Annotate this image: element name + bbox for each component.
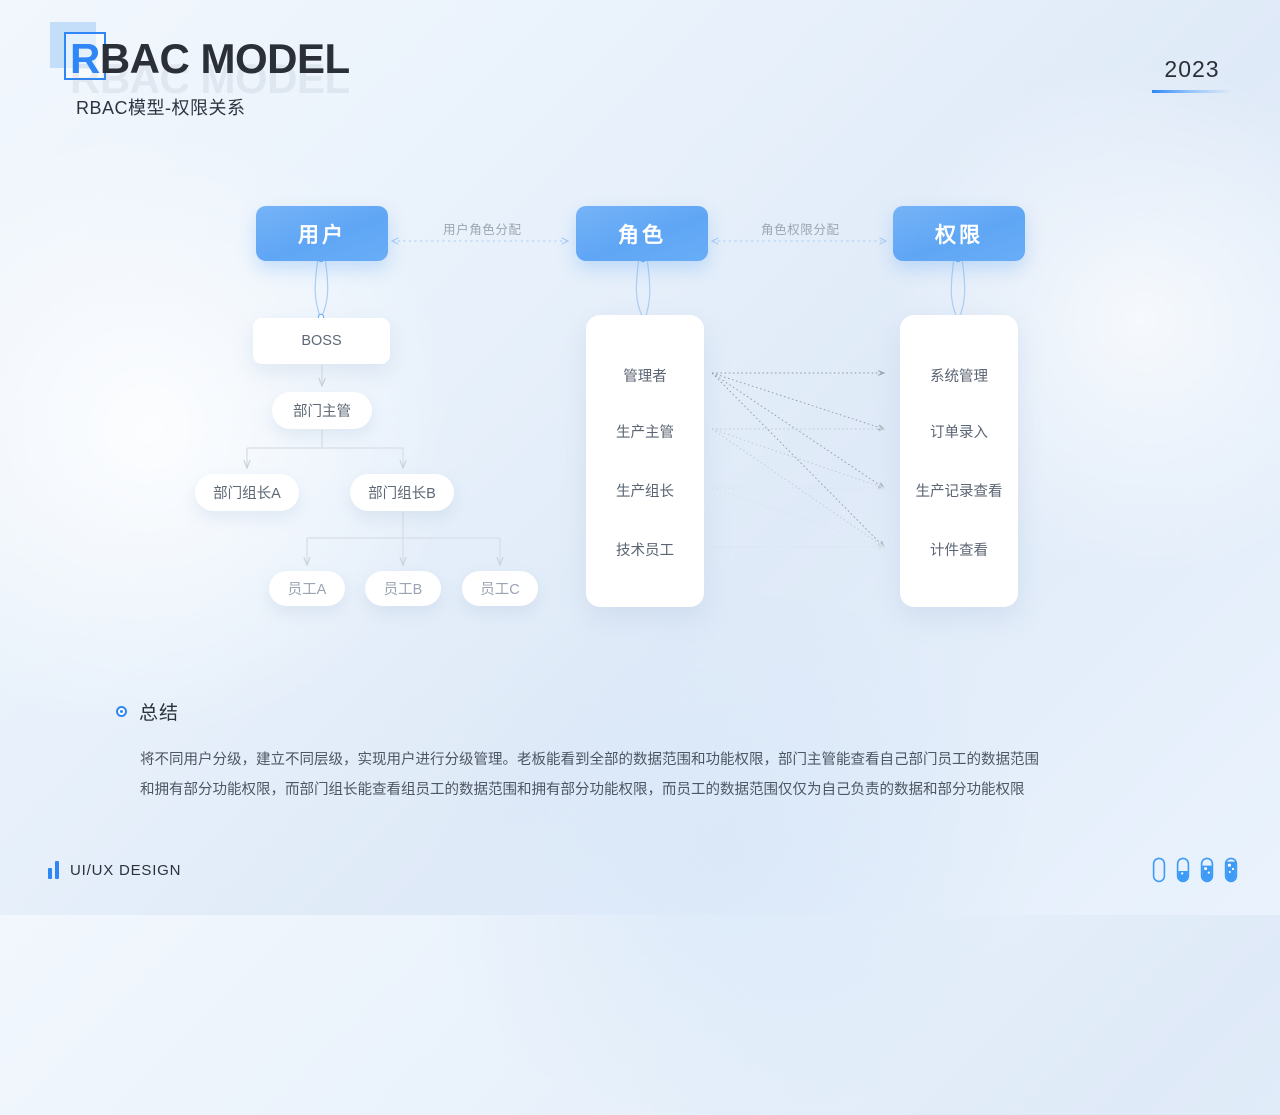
test-tube-progress-icons — [1152, 857, 1238, 883]
logo-ghost-text: RBAC MODEL — [70, 55, 350, 102]
summary-line-1: 将不同用户分级，建立不同层级，实现用户进行分级管理。老板能看到全部的数据范围和功… — [140, 752, 1039, 768]
logo: RBAC MODEL R BAC MODEL — [48, 22, 350, 100]
tree-node-department-manager[interactable]: 部门主管 — [272, 392, 372, 429]
footer-brand: UI/UX DESIGN — [48, 861, 181, 879]
tree-node-leader-a[interactable]: 部门组长A — [195, 474, 299, 511]
role-item[interactable]: 生产主管 — [616, 425, 674, 441]
test-tube-icon-2 — [1176, 857, 1190, 883]
tree-node-leader-b[interactable]: 部门组长B — [350, 474, 454, 511]
tree-node-employee-b[interactable]: 员工B — [365, 571, 441, 606]
page-title: BAC MODEL — [99, 35, 350, 82]
year-underline — [1152, 90, 1232, 93]
bullet-circle-icon — [116, 706, 127, 717]
flow-box-user[interactable]: 用户 — [256, 206, 388, 261]
tree-node-boss[interactable]: BOSS — [253, 318, 390, 364]
test-tube-icon-4 — [1224, 857, 1238, 883]
flow-box-role[interactable]: 角色 — [576, 206, 708, 261]
link-label-role-permission: 角色权限分配 — [761, 223, 840, 237]
tree-node-employee-c[interactable]: 员工C — [462, 571, 538, 606]
permission-item[interactable]: 订单录入 — [930, 425, 988, 441]
equalizer-bars-icon — [48, 861, 59, 879]
page-subtitle: RBAC模型-权限关系 — [76, 98, 246, 118]
permission-item[interactable]: 计件查看 — [930, 543, 988, 559]
link-label-user-role: 用户角色分配 — [443, 223, 522, 237]
year-text: 2023 — [1164, 56, 1220, 82]
role-item[interactable]: 生产组长 — [616, 484, 674, 500]
diagram-canvas: 用户 角色 权限 用户角色分配 角色权限分配 BOSS 部门主管 部门组长A 部… — [195, 206, 1025, 607]
summary-title: 总结 — [139, 703, 180, 724]
permissions-card: 系统管理 订单录入 生产记录查看 计件查看 — [900, 315, 1018, 607]
summary-body: 将不同用户分级，建立不同层级，实现用户进行分级管理。老板能看到全部的数据范围和功… — [140, 745, 1186, 805]
summary-section: 总结 将不同用户分级，建立不同层级，实现用户进行分级管理。老板能看到全部的数据范… — [116, 698, 1186, 805]
permission-item[interactable]: 生产记录查看 — [915, 484, 1003, 500]
roles-card: 管理者 生产主管 生产组长 技术员工 — [586, 315, 704, 607]
page-header: RBAC MODEL R BAC MODEL RBAC模型-权限关系 — [48, 22, 350, 120]
permission-item[interactable]: 系统管理 — [930, 369, 988, 385]
flow-box-permission[interactable]: 权限 — [893, 206, 1025, 261]
footer-label: UI/UX DESIGN — [70, 861, 182, 879]
summary-header: 总结 — [116, 698, 1186, 725]
summary-line-2: 和拥有部分功能权限，而部门组长能查看组员工的数据范围和拥有部分功能权限，而员工的… — [140, 782, 1025, 798]
role-item[interactable]: 管理者 — [623, 369, 667, 385]
tree-node-employee-a[interactable]: 员工A — [269, 571, 345, 606]
test-tube-icon-3 — [1200, 857, 1214, 883]
logo-outline-box — [64, 32, 106, 80]
role-item[interactable]: 技术员工 — [616, 543, 674, 559]
test-tube-icon-1 — [1152, 857, 1166, 883]
year-badge: 2023 — [1152, 56, 1232, 93]
logo-letter: R — [70, 35, 100, 82]
